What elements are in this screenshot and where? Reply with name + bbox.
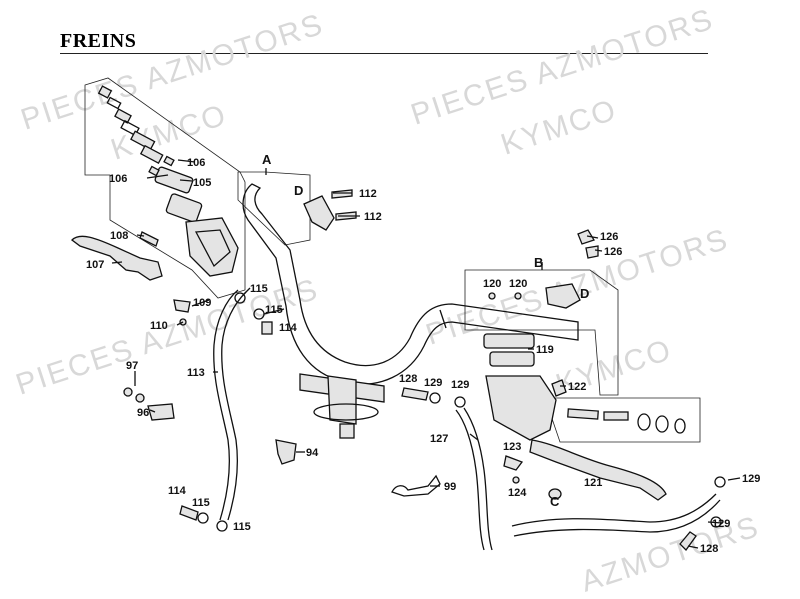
switch-123 (503, 455, 524, 471)
bolt-114 (261, 321, 273, 335)
rear-brake-hose (511, 493, 717, 527)
part-label-121: 121 (584, 477, 602, 489)
part-label-127: 127 (430, 433, 448, 445)
watermark-azmotors: AZMOTORS (577, 510, 764, 599)
part-label-120: 120 (509, 278, 527, 290)
bolt-112-upper (331, 189, 353, 199)
part-label-97: 97 (126, 360, 138, 372)
page-title: FREINS (60, 30, 137, 52)
left-brake-lever (71, 235, 163, 281)
screw-97 (123, 387, 133, 397)
screw-124 (512, 476, 520, 484)
part-label-115: 115 (192, 497, 210, 509)
clamp-94 (275, 439, 297, 465)
bolt-126-upper (577, 229, 595, 245)
right-brake-hose (455, 409, 485, 551)
bolt-128-rear (679, 531, 697, 552)
part-label-126: 126 (604, 246, 622, 258)
part-label-129: 129 (451, 379, 469, 391)
part-label-110: 110 (150, 320, 168, 332)
part-label-114: 114 (279, 322, 298, 334)
part-label-99: 99 (444, 481, 456, 493)
left-master-cylinder-explosion-box (84, 77, 246, 299)
part-label-122: 122 (568, 381, 586, 393)
bolt-126-lower (585, 245, 599, 259)
part-label-106: 106 (109, 173, 127, 185)
washer-115 (234, 292, 246, 304)
part-label-107: 107 (86, 259, 104, 271)
part-label-114: 114 (168, 485, 187, 497)
part-label-109: 109 (193, 297, 211, 309)
part-label-128: 128 (399, 373, 417, 385)
part-label-128: 128 (700, 543, 718, 555)
part-label-115: 115 (250, 283, 268, 295)
title-rule (60, 53, 708, 54)
part-label-124: 124 (508, 487, 527, 499)
group-a-label: A (262, 152, 272, 167)
part-label-129: 129 (424, 377, 442, 389)
part-label-96: 96 (137, 407, 149, 419)
part-label-129: 129 (712, 518, 730, 530)
pivot-c (548, 488, 562, 500)
group-b-box (464, 269, 619, 396)
part-label-112: 112 (359, 188, 377, 200)
watermark-kymco: KYMCO (497, 93, 621, 161)
leader-lines (111, 159, 741, 549)
left-brake-hose (213, 289, 239, 521)
part-label-115: 115 (233, 521, 251, 533)
washer-129-rear (714, 476, 726, 488)
part-label-129: 129 (742, 473, 760, 485)
watermark-pieces-azmotors: PIECES AZMOTORS (12, 273, 323, 402)
spring-99 (391, 474, 441, 497)
right-brake-lever (529, 439, 667, 501)
part-label-105: 105 (193, 177, 211, 189)
group-a-box (237, 171, 311, 246)
group-b-label: B (534, 255, 543, 270)
bolt-114-lower (179, 505, 199, 521)
washer-115-lower (216, 520, 228, 532)
part-label-108: 108 (110, 230, 128, 242)
part-label-106: 106 (187, 157, 205, 169)
washer-115-lower (197, 512, 209, 524)
bolt-128-upper (401, 387, 429, 401)
right-master-cylinder-explosion-box (544, 397, 701, 443)
part-label-115: 115 (265, 304, 283, 316)
handlebar-clamp-d-upper (303, 195, 335, 231)
group-c-label: C (550, 494, 560, 509)
part-label-112: 112 (364, 211, 382, 223)
watermark: PIECES AZMOTORS KYMCO PIECES AZMOTORS KY… (12, 3, 764, 599)
part-label-94: 94 (306, 447, 319, 459)
watermark-kymco: KYMCO (107, 98, 231, 166)
handlebar (242, 183, 579, 385)
left-exploded-parts (97, 85, 239, 277)
part-label-126: 126 (600, 231, 618, 243)
bracket-109 (173, 299, 191, 313)
group-d-label: D (294, 183, 303, 198)
part-label-120: 120 (483, 278, 501, 290)
screw-122 (551, 379, 567, 397)
part-label-113: 113 (187, 367, 205, 379)
part-label-123: 123 (503, 441, 521, 453)
washer-129 (454, 396, 466, 408)
group-d-label: D (580, 286, 589, 301)
screw-97 (135, 393, 145, 403)
right-master-cylinder (483, 283, 686, 441)
part-label-119: 119 (536, 344, 554, 356)
washer-129 (429, 392, 441, 404)
cable-guide-96 (147, 403, 175, 421)
